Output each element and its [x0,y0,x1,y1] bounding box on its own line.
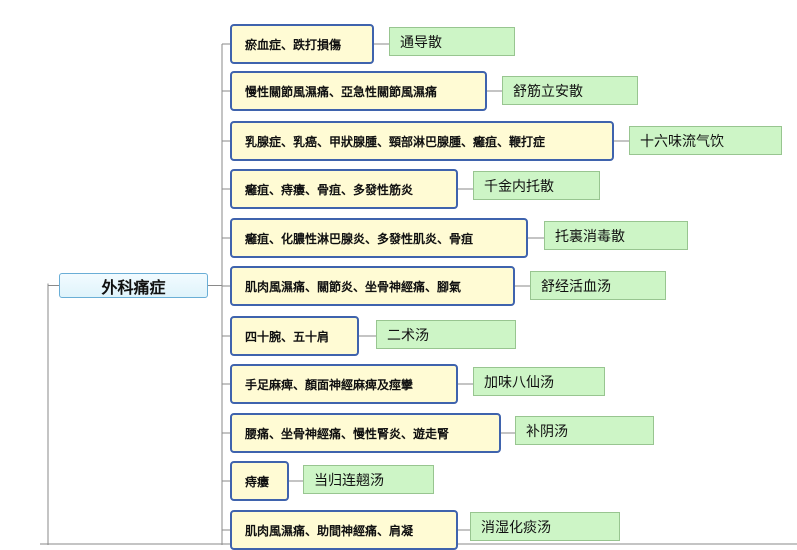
remedy-label: 通导散 [400,34,442,51]
remedy-node[interactable]: 加味八仙汤 [473,367,605,396]
remedy-label: 舒经活血汤 [541,278,611,295]
symptom-node[interactable]: 乳腺症、乳癌、甲狀腺腫、頸部淋巴腺腫、癰疽、鞭打症 [230,121,614,161]
symptom-label: 慢性關節風濕痛、亞急性關節風濕痛 [245,84,438,99]
symptom-label: 癰疽、痔瘻、骨疽、多發性筋炎 [245,182,414,197]
symptom-node[interactable]: 瘀血症、跌打損傷 [230,24,374,64]
remedy-label: 千金内托散 [484,178,554,195]
remedy-node[interactable]: 舒筋立安散 [502,76,638,105]
symptom-label: 手足麻痺、顏面神經麻痺及痙攣 [245,377,414,392]
remedy-node[interactable]: 十六味流气饮 [629,126,782,155]
symptom-node[interactable]: 肌肉風濕痛、關節炎、坐骨神經痛、腳氣 [230,266,515,306]
symptom-node[interactable]: 癰疽、化膿性淋巴腺炎、多發性肌炎、骨疽 [230,218,528,258]
symptom-label: 痔瘻 [245,474,270,489]
root-node[interactable]: 外科痛症 [59,273,208,298]
remedy-label: 二术汤 [387,327,429,344]
symptom-label: 肌肉風濕痛、助間神經痛、肩凝 [245,523,414,538]
symptom-label: 癰疽、化膿性淋巴腺炎、多發性肌炎、骨疽 [245,231,474,246]
remedy-node[interactable]: 托裏消毒散 [544,221,688,250]
symptom-node[interactable]: 慢性關節風濕痛、亞急性關節風濕痛 [230,71,487,111]
symptom-label: 瘀血症、跌打損傷 [245,37,342,52]
remedy-node[interactable]: 当归连翹汤 [303,465,434,494]
remedy-label: 托裏消毒散 [555,228,625,245]
root-node-label: 外科痛症 [101,277,166,297]
remedy-node[interactable]: 补阴汤 [515,416,654,445]
remedy-label: 加味八仙汤 [484,374,554,391]
remedy-label: 消湿化痰汤 [481,519,551,536]
symptom-node[interactable]: 四十腕、五十肩 [230,316,359,356]
symptom-node[interactable]: 肌肉風濕痛、助間神經痛、肩凝 [230,510,458,550]
remedy-node[interactable]: 消湿化痰汤 [470,512,620,541]
symptom-node[interactable]: 痔瘻 [230,461,289,501]
remedy-node[interactable]: 千金内托散 [473,171,600,200]
symptom-label: 四十腕、五十肩 [245,329,330,344]
remedy-label: 补阴汤 [526,423,568,440]
symptom-node[interactable]: 腰痛、坐骨神經痛、慢性腎炎、遊走腎 [230,413,501,453]
remedy-node[interactable]: 二术汤 [376,320,516,349]
symptom-node[interactable]: 癰疽、痔瘻、骨疽、多發性筋炎 [230,169,458,209]
symptom-label: 乳腺症、乳癌、甲狀腺腫、頸部淋巴腺腫、癰疽、鞭打症 [245,134,546,149]
remedy-node[interactable]: 舒经活血汤 [530,271,666,300]
remedy-label: 舒筋立安散 [513,83,583,100]
remedy-node[interactable]: 通导散 [389,27,515,56]
remedy-label: 十六味流气饮 [640,133,724,150]
symptom-node[interactable]: 手足麻痺、顏面神經麻痺及痙攣 [230,364,458,404]
remedy-label: 当归连翹汤 [314,472,384,489]
symptom-label: 肌肉風濕痛、關節炎、坐骨神經痛、腳氣 [245,279,462,294]
symptom-label: 腰痛、坐骨神經痛、慢性腎炎、遊走腎 [245,426,450,441]
